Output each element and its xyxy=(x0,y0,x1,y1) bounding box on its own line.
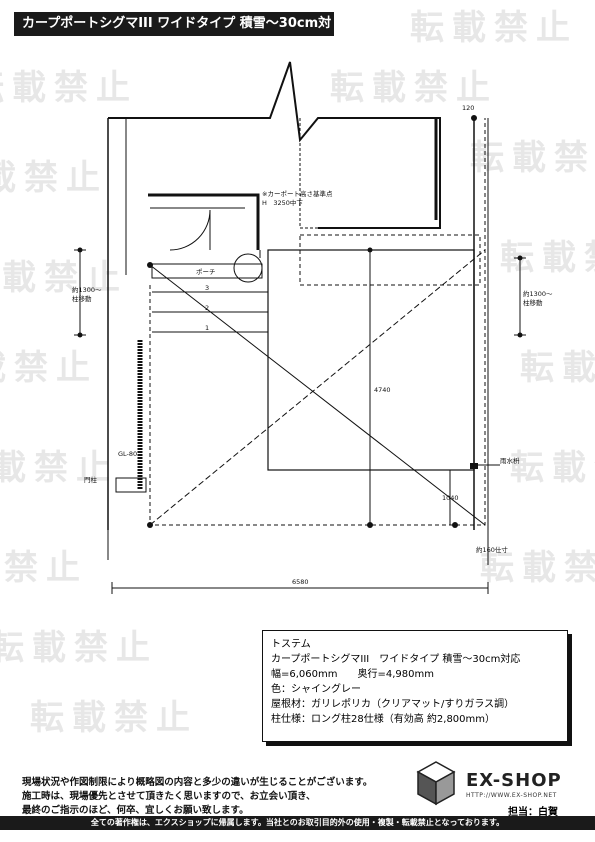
spec-roof: 屋根材：ガリレポリカ（クリアマット/すりガラス調） xyxy=(271,699,515,710)
diagonal-line xyxy=(149,264,486,526)
notes-block: 現場状況や作図制限により概略図の内容と多少の違いが生じることがございます。 施工… xyxy=(22,776,372,818)
house-outline xyxy=(108,61,441,229)
note-line: 施工時は、現場優先とさせて頂きたく思いますので、お立会い頂き、 xyxy=(22,791,316,802)
spec-size: 幅=6,060mm 奥行=4,980mm xyxy=(271,669,434,680)
staff-label: 担当：白賀 xyxy=(508,807,558,818)
width-dimension: 6580 xyxy=(292,578,309,586)
ex-shop-logo-icon xyxy=(416,761,456,806)
spec-product: カープポートシグマIII ワイドタイプ 積雪～30cm対応 xyxy=(271,654,521,665)
gate-pillar xyxy=(115,477,147,493)
porch-pillar-mark xyxy=(233,253,263,283)
logo-url[interactable]: HTTP://WWW.EX-SHOP.NET xyxy=(466,792,557,799)
watermark-text: 転載禁止 xyxy=(0,548,88,588)
right-move-label: 約1300～ xyxy=(523,289,553,298)
left-move-label: 約1300～ xyxy=(72,285,102,294)
watermark-text: 転載禁止 xyxy=(330,68,498,108)
logo-name: EX-SHOP xyxy=(466,770,562,791)
diagonal-line xyxy=(149,249,486,526)
door-swing xyxy=(169,209,211,251)
watermark-text: 転載禁止 xyxy=(470,138,595,178)
copyright-footer: 全ての著作権は、エクスショップに帰属します。当社とのお取引目的外の使用・複製・転… xyxy=(0,816,595,830)
watermark-text: 転載禁止 xyxy=(0,448,118,488)
height-note-1: ※カーポート高さ基準点 xyxy=(262,189,333,198)
height-note-2: H 3250中下 xyxy=(262,198,303,207)
left-move-label: 柱移動 xyxy=(72,294,92,303)
beam-dashed xyxy=(299,234,481,286)
spec-box: トステム カープポートシグマIII ワイドタイプ 積雪～30cm対応 幅=6,0… xyxy=(262,630,568,742)
pillar-marks xyxy=(77,115,523,528)
watermark-text: 転載禁止 xyxy=(0,628,158,668)
right-move-label: 柱移動 xyxy=(523,298,543,307)
wall-dashed xyxy=(299,118,430,229)
spec-maker: トステム xyxy=(271,639,311,650)
watermark-text: 転載禁止 xyxy=(520,348,595,388)
top-right-dimension: 120 xyxy=(462,104,474,112)
step-number: 2 xyxy=(205,304,209,312)
watermark-text: 転載禁止 xyxy=(0,348,98,388)
step-number: 1 xyxy=(205,324,209,332)
corner-label: 約160仕寸 xyxy=(476,545,508,554)
note-line: 現場状況や作図制限により概略図の内容と多少の違いが生じることがございます。 xyxy=(22,777,373,788)
watermark-text: 転載禁止 xyxy=(410,8,578,48)
gl-label: GL-80 xyxy=(118,450,137,458)
diag-dimension: 1040 xyxy=(442,494,459,502)
watermark-text: 転載禁止 xyxy=(0,258,128,298)
carport-roof-outline xyxy=(149,118,486,526)
drain-label: 雨水枡 xyxy=(500,456,520,465)
depth-dimension: 4740 xyxy=(374,386,391,394)
page-title: カープポートシグマIII ワイドタイプ 積雪～30cm対応 xyxy=(14,12,334,55)
watermark-text: 転載禁止 xyxy=(480,548,595,588)
watermark-text: 転載禁止 xyxy=(0,68,138,108)
spec-pillar: 柱仕様：ロング柱28仕様（有効高 約2,800mm） xyxy=(271,714,496,725)
watermark-text: 転載禁止 xyxy=(510,448,595,488)
wall-segment xyxy=(148,193,260,250)
watermark-text: 転載禁止 xyxy=(30,698,198,738)
watermark-text: 転載禁止 xyxy=(0,158,108,198)
gate-label: 門柱 xyxy=(84,475,98,484)
porch-label: ポーチ xyxy=(196,268,216,276)
step-number: 3 xyxy=(205,284,209,292)
spec-color: 色：シャイングレー xyxy=(271,684,361,695)
note-line: 最終のご指示のほど、何卒、宜しくお願い致します。 xyxy=(22,805,249,816)
